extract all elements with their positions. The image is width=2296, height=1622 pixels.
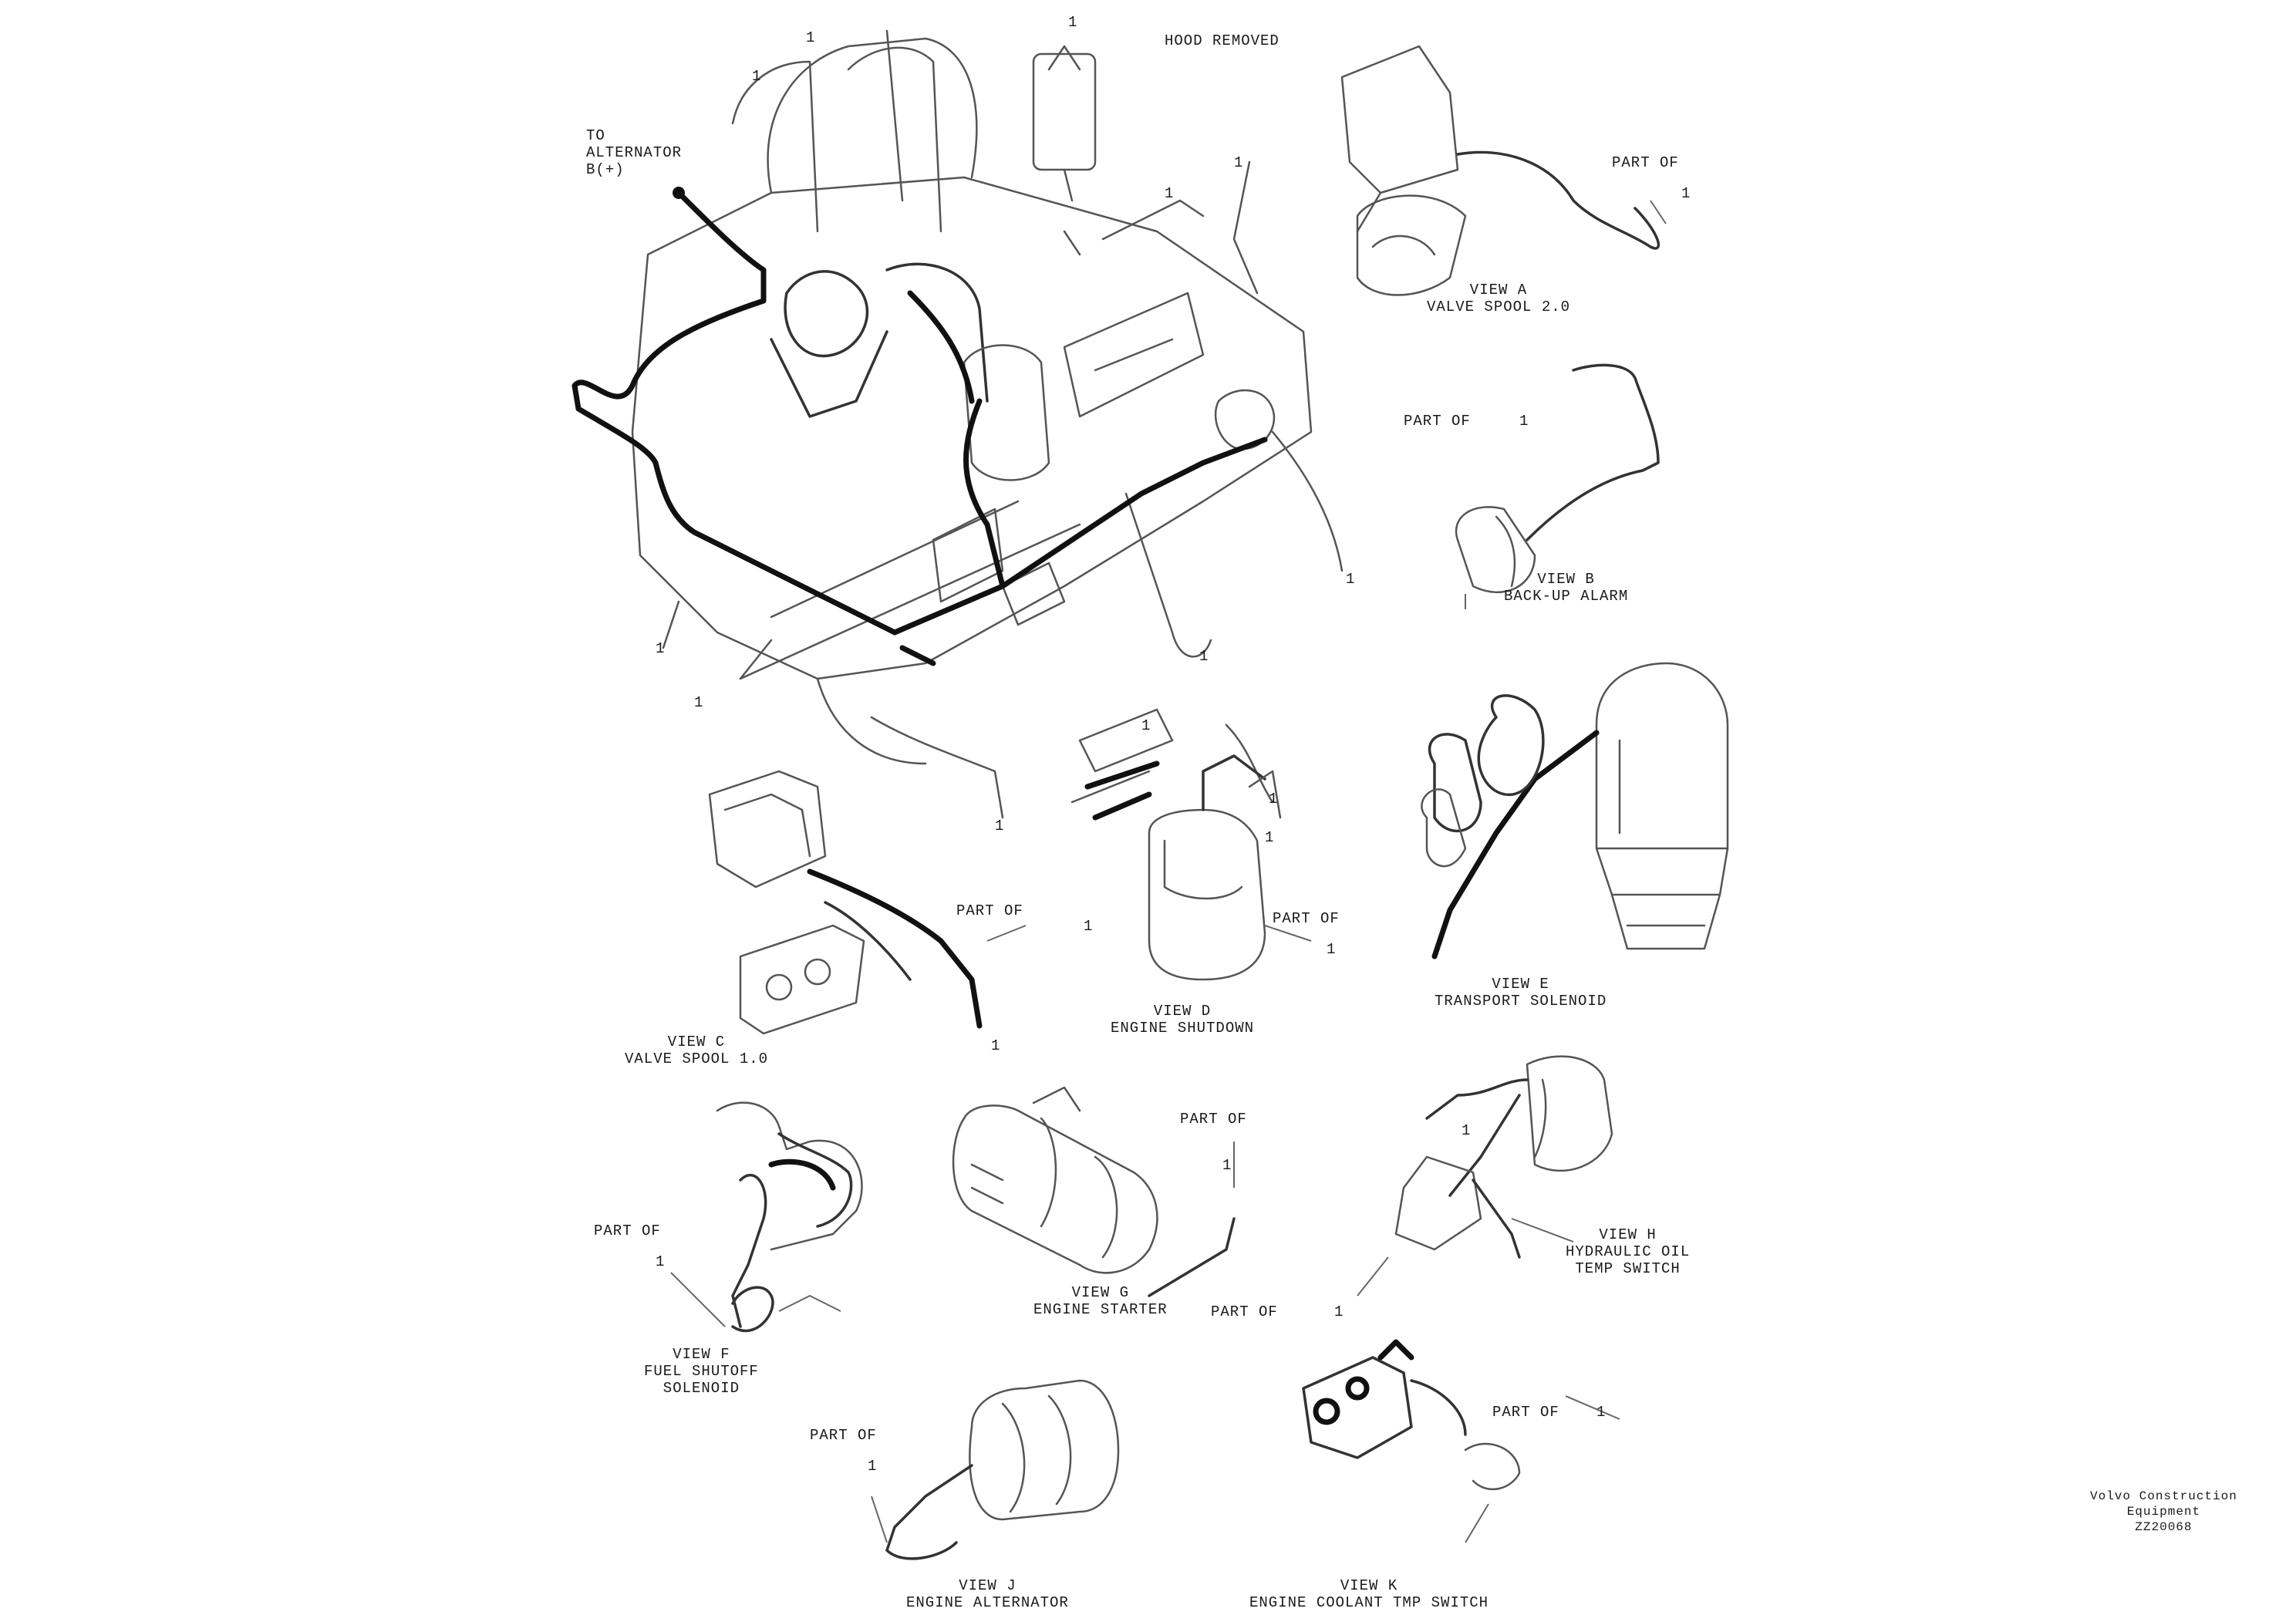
view-h-part-of: PART OF (1211, 1303, 1278, 1320)
view-f-callout: 1 (656, 1253, 666, 1270)
view-title: HOOD REMOVED (1165, 32, 1279, 49)
view-a-view: VIEW A (1469, 282, 1528, 298)
view-f-name-1: FUEL SHUTOFF (644, 1363, 759, 1380)
callout: 1 (1462, 1122, 1472, 1139)
view-k-caption: VIEW K ENGINE COOLANT TMP SWITCH (1249, 1577, 1489, 1611)
view-c-drawing (708, 770, 1027, 1035)
callout: 1 (656, 640, 666, 657)
view-g-drawing (952, 1086, 1236, 1297)
view-a-drawing (1340, 45, 1667, 296)
view-k-part-of: PART OF (1492, 1404, 1559, 1421)
view-h-drawing (1357, 1055, 1613, 1297)
callout: 1 (1346, 571, 1356, 588)
view-g-caption: VIEW G ENGINE STARTER (1033, 1284, 1168, 1318)
reference-block: Volvo Construction Equipment ZZ20068 (2090, 1489, 2237, 1535)
view-k-view: VIEW K (1340, 1577, 1398, 1594)
view-j-drawing (871, 1379, 1120, 1560)
view-g-view: VIEW G (1071, 1284, 1130, 1301)
view-h-name-1: HYDRAULIC OIL (1566, 1243, 1691, 1260)
view-j-callout: 1 (868, 1458, 878, 1475)
reference-line-1: Volvo Construction (2090, 1489, 2237, 1503)
view-j-caption: VIEW J ENGINE ALTERNATOR (906, 1577, 1069, 1611)
view-c-part-of: PART OF (956, 902, 1023, 919)
view-d-caption: VIEW D ENGINE SHUTDOWN (1111, 1003, 1254, 1037)
view-h-name-2: TEMP SWITCH (1575, 1260, 1681, 1277)
view-j-name: ENGINE ALTERNATOR (906, 1594, 1069, 1611)
view-c-name: VALVE SPOOL 1.0 (625, 1050, 769, 1067)
callout: 1 (752, 68, 762, 85)
callout: 1 (1141, 717, 1151, 734)
view-b-view: VIEW B (1537, 571, 1595, 588)
view-k-callout: 1 (1596, 1404, 1607, 1421)
reference-line-3: ZZ20068 (2135, 1520, 2193, 1534)
view-d-view: VIEW D (1153, 1003, 1212, 1020)
to-alternator-line-2: ALTERNATOR (586, 144, 683, 161)
view-d-drawing (1084, 754, 1312, 981)
view-e-caption: VIEW E TRANSPORT SOLENOID (1435, 976, 1607, 1010)
view-g-name: ENGINE STARTER (1033, 1301, 1168, 1318)
view-e-drawing (1421, 662, 1729, 959)
view-b-name: BACK-UP ALARM (1504, 588, 1629, 605)
view-e-part-of: PART OF (1273, 910, 1340, 927)
callout: 1 (1234, 154, 1244, 171)
to-alternator-label: TO ALTERNATOR B(+) (586, 127, 682, 178)
view-c-view: VIEW C (667, 1034, 726, 1050)
callout: 1 (694, 694, 704, 711)
view-a-callout: 1 (1681, 185, 1691, 202)
view-f-caption: VIEW F FUEL SHUTOFF SOLENOID (644, 1346, 759, 1397)
view-b-callout: 1 (1519, 413, 1529, 430)
view-g-part-of: PART OF (1180, 1111, 1247, 1128)
callout: 1 (806, 29, 816, 46)
engine-assembly (631, 29, 1344, 819)
view-f-name-2: SOLENOID (663, 1380, 740, 1397)
view-b-caption: VIEW B BACK-UP ALARM (1504, 571, 1628, 605)
callout: 1 (1165, 185, 1175, 202)
callout: 1 (1199, 648, 1209, 665)
view-k-drawing (1302, 1339, 1620, 1543)
view-b-part-of: PART OF (1404, 413, 1471, 430)
callout: 1 (995, 818, 1005, 835)
callout: 1 (1265, 829, 1275, 846)
view-c-callout: 1 (1084, 918, 1094, 935)
reference-line-2: Equipment (2126, 1505, 2201, 1519)
to-alternator-line-3: B(+) (586, 161, 625, 178)
view-h-callout: 1 (1334, 1303, 1344, 1320)
callout: 1 (1068, 14, 1078, 31)
view-c-caption: VIEW C VALVE SPOOL 1.0 (625, 1034, 768, 1067)
view-g-callout: 1 (1222, 1157, 1232, 1174)
view-b-drawing (1455, 363, 1660, 609)
view-a-name: VALVE SPOOL 2.0 (1427, 298, 1571, 315)
main-harness (571, 187, 1268, 666)
view-j-part-of: PART OF (810, 1427, 877, 1444)
view-k-name: ENGINE COOLANT TMP SWITCH (1249, 1594, 1489, 1611)
view-f-view: VIEW F (673, 1346, 730, 1363)
to-alternator-line-1: TO (586, 127, 605, 144)
view-f-part-of: PART OF (594, 1222, 661, 1239)
view-h-caption: VIEW H HYDRAULIC OIL TEMP SWITCH (1566, 1226, 1690, 1277)
view-d-callout: 1 (1269, 791, 1279, 808)
view-d-name: ENGINE SHUTDOWN (1111, 1020, 1255, 1037)
view-e-callout: 1 (1327, 941, 1337, 958)
view-a-part-of: PART OF (1612, 154, 1679, 171)
view-e-view: VIEW E (1492, 976, 1549, 993)
view-e-name: TRANSPORT SOLENOID (1435, 993, 1607, 1010)
view-h-view: VIEW H (1599, 1226, 1657, 1243)
view-f-drawing (670, 1101, 863, 1333)
callout: 1 (991, 1037, 1001, 1054)
view-a-caption: VIEW A VALVE SPOOL 2.0 (1427, 282, 1570, 315)
view-j-view: VIEW J (959, 1577, 1017, 1594)
